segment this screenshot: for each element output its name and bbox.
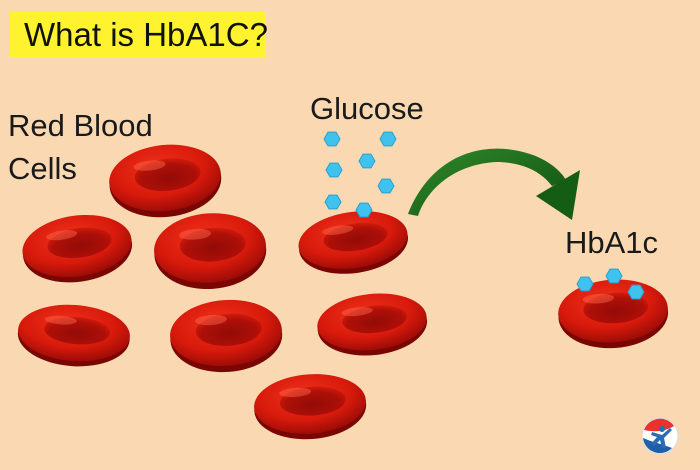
- bound-glucose-icon: [576, 276, 594, 292]
- red-blood-cell: [167, 296, 285, 376]
- glucose-molecule-icon: [377, 178, 395, 194]
- red-blood-cell: [314, 288, 431, 361]
- glucose-molecule-icon: [323, 131, 341, 147]
- hba1c-cell: [556, 275, 671, 352]
- hba1c-label: HbA1c: [565, 225, 659, 260]
- red-blood-cells-label-line2: Cells: [8, 151, 77, 186]
- red-blood-cells-label: Red Blood: [8, 108, 153, 143]
- glucose-molecule-icon: [379, 131, 397, 147]
- glucose-molecule-icon: [324, 194, 342, 210]
- curved-arrow-icon: [408, 148, 580, 220]
- red-blood-cell: [151, 209, 269, 293]
- glucose-molecule-icon: [358, 153, 376, 169]
- red-blood-cell: [294, 204, 412, 281]
- brand-logo: [641, 417, 679, 455]
- red-blood-cell: [105, 139, 225, 223]
- red-blood-cell: [252, 370, 369, 443]
- bound-glucose-icon: [627, 284, 645, 300]
- person-figure-icon: [651, 426, 672, 448]
- page-title: What is HbA1C?: [24, 16, 268, 53]
- bound-glucose-icon: [605, 268, 623, 284]
- red-blood-cell: [15, 301, 132, 370]
- glucose-molecule-icon: [355, 202, 373, 218]
- title-highlight: [10, 12, 266, 58]
- glucose-molecule-icon: [325, 162, 343, 178]
- red-blood-cell: [18, 208, 137, 290]
- glucose-label: Glucose: [310, 91, 424, 126]
